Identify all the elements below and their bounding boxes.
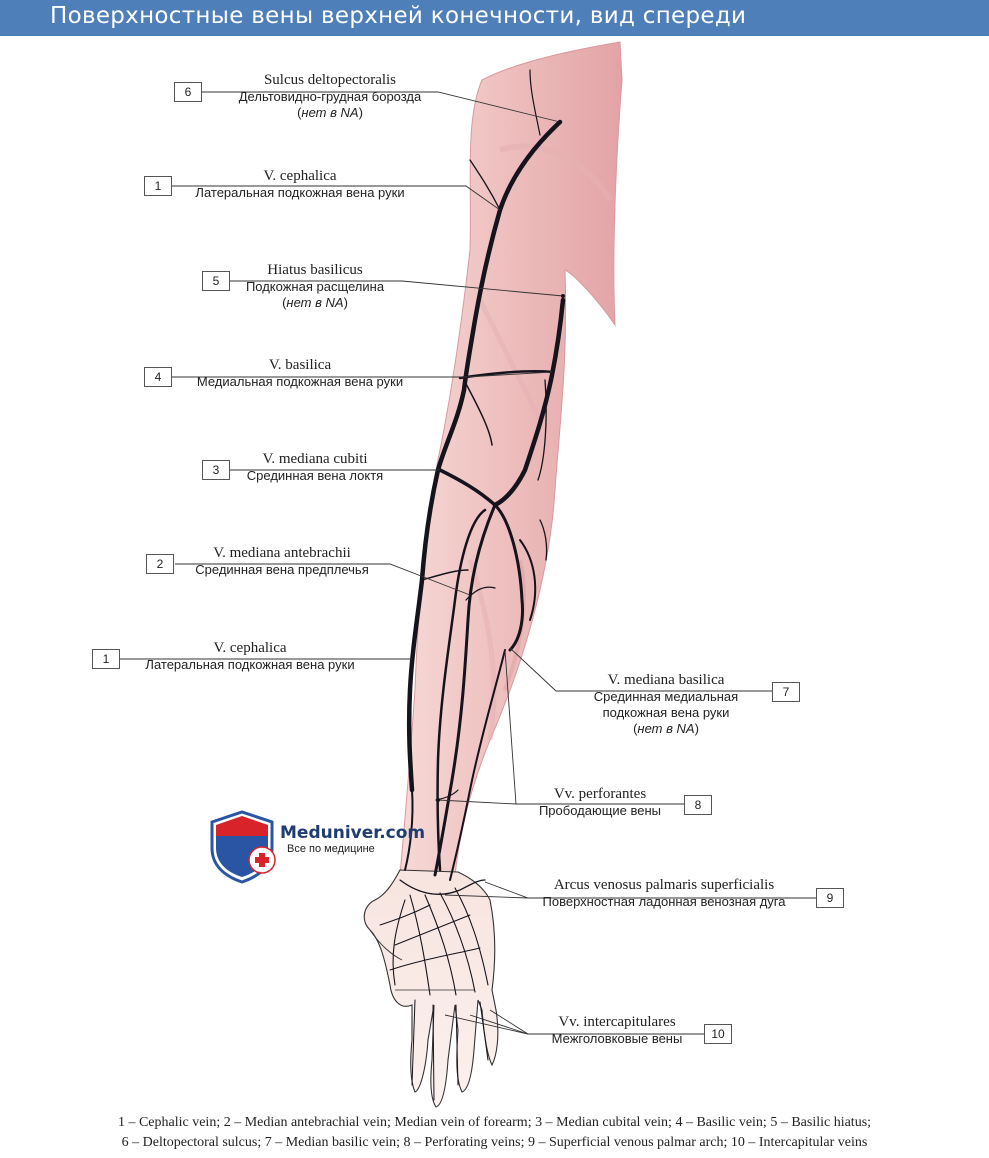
marker-1: 1 xyxy=(144,176,172,196)
veins xyxy=(379,69,566,1101)
label-sulcus-deltopectoralis: Sulcus deltopectoralis Дельтовидно-грудн… xyxy=(205,72,455,121)
marker-8: 8 xyxy=(684,795,712,815)
label-russian-line-1: Срединная медиальная xyxy=(593,689,739,704)
label-latin: Sulcus deltopectoralis xyxy=(263,72,397,88)
label-russian: Прободающие вены xyxy=(538,803,662,818)
logo-slogan: Все по медицине xyxy=(287,843,375,855)
marker-9: 9 xyxy=(816,888,844,908)
label-russian: Латеральная подкожная вена руки xyxy=(145,657,355,672)
label-latin: V. mediana basilica xyxy=(607,672,725,688)
label-v-mediana-antebrachii: V. mediana antebrachii Срединная вена пр… xyxy=(176,545,388,578)
marker-10: 10 xyxy=(704,1024,732,1044)
marker-7: 7 xyxy=(772,682,800,702)
label-latin: V. mediana antebrachii xyxy=(213,545,351,561)
logo-shield-icon xyxy=(210,810,276,884)
intercapitular-veins xyxy=(411,999,416,1086)
basilic-vein xyxy=(492,297,566,508)
label-v-cephalica-upper: V. cephalica Латеральная подкожная вена … xyxy=(175,168,425,201)
label-russian: Медиальная подкожная вена руки xyxy=(196,374,404,389)
label-russian: Межголовковые вены xyxy=(551,1031,683,1046)
label-latin: V. basilica xyxy=(268,357,332,373)
page-title: Поверхностные вены верхней конечности, в… xyxy=(50,3,747,29)
label-russian-line-2: подкожная вена руки xyxy=(602,705,730,720)
label-arcus-venosus: Arcus venosus palmaris superficialis Пов… xyxy=(516,877,812,910)
marker-1: 1 xyxy=(92,649,120,669)
label-v-mediana-cubiti: V. mediana cubiti Срединная вена локтя xyxy=(230,451,400,484)
label-latin: Hiatus basilicus xyxy=(267,262,363,278)
label-russian: Срединная вена предплечья xyxy=(195,562,369,577)
logo[interactable]: Meduniver.com Все по медицине xyxy=(280,823,425,856)
label-na-note: (нет в NA) xyxy=(633,721,699,736)
label-v-mediana-basilica: V. mediana basilica Срединная медиальная… xyxy=(566,672,766,737)
label-na-note: (нет в NA) xyxy=(297,105,363,120)
label-vv-perforantes: Vv. perforantes Прободающие вены xyxy=(522,786,678,819)
logo-name: Meduniver.com xyxy=(280,823,426,843)
leader-dots xyxy=(436,120,565,802)
label-russian: Дельтовидно-грудная борозда xyxy=(238,89,422,104)
median-antebrachial-vein xyxy=(433,503,497,877)
figure-caption: 1 – Cephalic vein; 2 – Median antebrachi… xyxy=(0,1113,989,1153)
label-latin: Vv. perforantes xyxy=(553,786,647,802)
label-latin: V. cephalica xyxy=(263,168,337,184)
label-russian: Подкожная расщелина xyxy=(245,279,385,294)
label-latin: V. cephalica xyxy=(213,640,287,656)
label-vv-intercapitulares: Vv. intercapitulares Межголовковые вены xyxy=(534,1014,700,1047)
label-russian: Поверхностная ладонная венозная дуга xyxy=(542,894,786,909)
label-latin: V. mediana cubiti xyxy=(262,451,368,467)
caption-line-2: 6 – Deltopectoral sulcus; 7 – Median bas… xyxy=(121,1135,868,1150)
label-latin: Arcus venosus palmaris superficialis xyxy=(553,877,775,893)
marker-2: 2 xyxy=(146,554,174,574)
hand-outline xyxy=(363,869,499,1108)
marker-4: 4 xyxy=(144,367,172,387)
palmar-arch xyxy=(399,879,486,895)
label-russian: Латеральная подкожная вена руки xyxy=(195,185,405,200)
marker-3: 3 xyxy=(202,460,230,480)
label-hiatus-basilicus: Hiatus basilicus Подкожная расщелина (не… xyxy=(230,262,400,311)
median-cubital-vein xyxy=(438,468,497,507)
leader-lines xyxy=(118,91,817,1035)
median-basilic-vein xyxy=(493,503,524,652)
caption-line-1: 1 – Cephalic vein; 2 – Median antebrachi… xyxy=(117,1115,872,1130)
arm-outline xyxy=(399,41,623,876)
title-bar: Поверхностные вены верхней конечности, в… xyxy=(0,0,989,36)
marker-6: 6 xyxy=(174,82,202,102)
label-v-basilica: V. basilica Медиальная подкожная вена ру… xyxy=(172,357,428,390)
label-russian: Срединная вена локтя xyxy=(246,468,384,483)
cephalic-vein xyxy=(406,119,563,793)
label-na-note: (нет в NA) xyxy=(282,295,348,310)
marker-5: 5 xyxy=(202,271,230,291)
label-v-cephalica-lower: V. cephalica Латеральная подкожная вена … xyxy=(122,640,378,673)
label-latin: Vv. intercapitulares xyxy=(558,1014,676,1030)
